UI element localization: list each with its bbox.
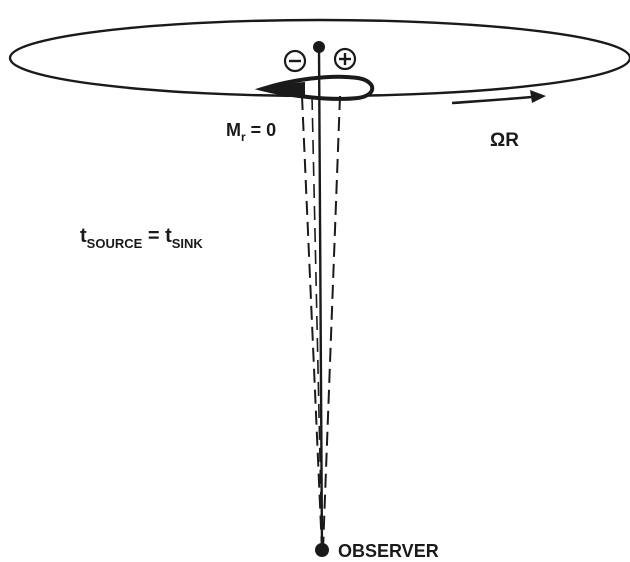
rotation-arrow	[451, 90, 546, 105]
observer-label: OBSERVER	[338, 541, 439, 561]
blade-leading-edge-shade	[262, 82, 305, 96]
mid-ray	[311, 95, 323, 551]
mach-number-label: Mr = 0	[226, 120, 276, 144]
sink-ray	[301, 95, 323, 551]
time-equality-label: tSOURCE = tSINK	[80, 225, 203, 251]
rotation-speed-label: ΩR	[490, 130, 519, 151]
sink-marker	[283, 49, 307, 73]
source-marker	[333, 47, 357, 71]
line-of-sight	[317, 46, 324, 551]
source-ray	[322, 95, 341, 551]
observer-point	[315, 543, 329, 557]
